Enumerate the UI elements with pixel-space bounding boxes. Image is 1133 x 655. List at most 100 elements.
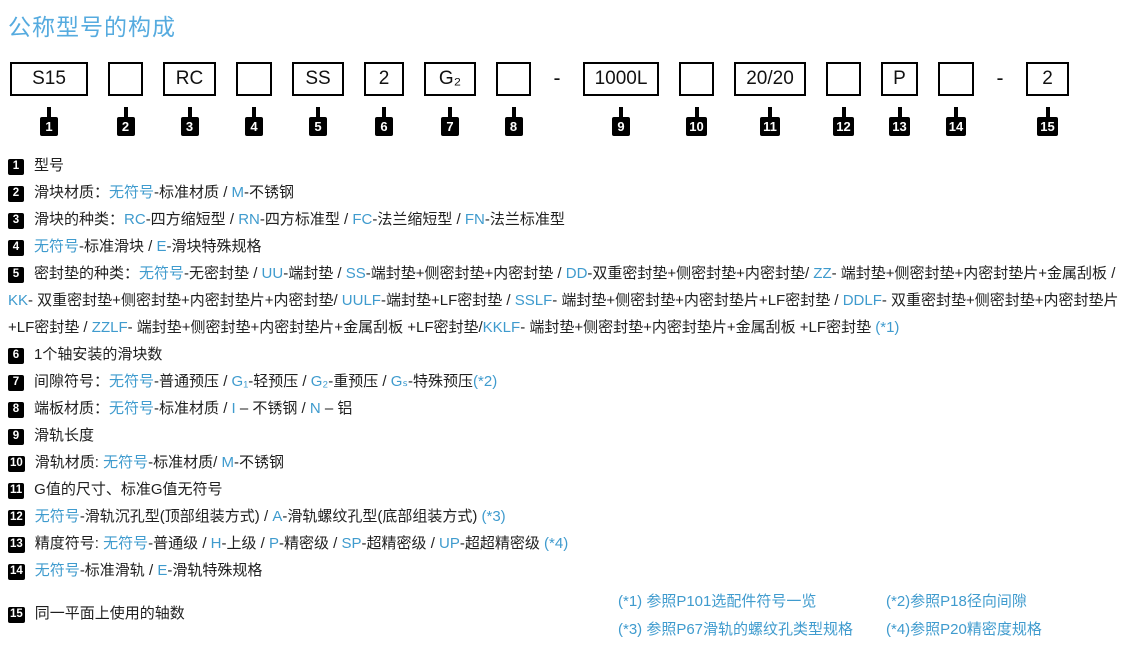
dash-separator: - xyxy=(996,67,1004,90)
text-segment: -重预压 / xyxy=(328,373,391,390)
badge-stem-line xyxy=(252,107,256,117)
model-box: SS xyxy=(292,62,344,96)
dash-separator: - xyxy=(553,67,561,90)
code-token: ZZLF xyxy=(91,319,128,336)
text-segment: -无密封垫 / xyxy=(184,265,262,282)
text-segment: G值的尺寸、标准G值无符号 xyxy=(34,481,223,498)
text-segment: -特殊预压 xyxy=(408,373,474,390)
code-token: 无符号 xyxy=(34,238,80,255)
segment-number-badge: 7 xyxy=(441,117,459,136)
code-token: DDLF xyxy=(842,292,882,309)
text-segment: 同一平面上使用的轴数 xyxy=(34,605,185,622)
model-box: 20/20 xyxy=(734,62,806,96)
code-token: 无符号 xyxy=(103,454,149,471)
text-segment: 精度符号: xyxy=(34,535,104,552)
text-segment: 密封垫的种类： xyxy=(34,265,140,282)
legend-text: 无符号-标准滑轨 / E-滑轨特殊规格 xyxy=(35,562,263,579)
legend-number-badge: 3 xyxy=(8,212,24,229)
segment-number-badge: 5 xyxy=(309,117,327,136)
text-segment: – 铝 xyxy=(320,400,353,417)
legend-text: 端板材质：无符号-标准材质 / I – 不锈钢 / N – 铝 xyxy=(34,400,352,417)
footnotes: (*1) 参照P101选配件符号一览(*2)参照P18径向间隙(*3) 参照P6… xyxy=(618,588,1042,643)
badge-stem-line xyxy=(954,107,958,117)
text-segment: -轻预压 / xyxy=(248,373,311,390)
code-token: SP xyxy=(341,535,362,552)
code-token: P xyxy=(269,535,280,552)
text-segment: 滑轨材质: xyxy=(34,454,104,471)
model-box-empty xyxy=(108,62,143,96)
footnote-reference: (*1) 参照P101选配件符号一览 xyxy=(618,593,817,610)
code-token: 无符号 xyxy=(109,184,155,201)
code-token: 无符号 xyxy=(109,400,155,417)
code-token: (*4) xyxy=(544,535,569,552)
code-token: DD xyxy=(565,265,588,282)
code-token: UU xyxy=(261,265,284,282)
text-segment: -普通预压 / xyxy=(154,373,232,390)
code-token: UULF xyxy=(341,292,381,309)
text-segment: -精密级 / xyxy=(279,535,342,552)
segment-number-badge: 11 xyxy=(760,117,780,136)
text-segment: – 不锈钢 / xyxy=(235,400,310,417)
model-segment: 8 xyxy=(496,62,531,136)
text-segment: -双重密封垫+侧密封垫+内密封垫/ xyxy=(587,265,814,282)
legend-text: 同一平面上使用的轴数 xyxy=(35,605,185,622)
legend-number-badge: 2 xyxy=(8,185,24,202)
segment-number-badge: 3 xyxy=(180,117,199,136)
segment-number-badge: 1 xyxy=(40,117,58,136)
text-segment: - 端封垫+侧密封垫+内密封垫片+LF密封垫 / xyxy=(552,292,843,309)
code-token: UP xyxy=(439,535,460,552)
model-segment: 12 xyxy=(826,62,861,136)
legend-text: 滑块材质：无符号-标准材质 / M-不锈钢 xyxy=(34,184,294,201)
footnote-reference: (*2)参照P18径向间隙 xyxy=(886,593,1027,610)
code-token: I xyxy=(231,400,236,417)
legend-text: 1个轴安装的滑块数 xyxy=(34,346,162,363)
code-token: M xyxy=(231,184,245,201)
legend-item: 15 同一平面上使用的轴数 xyxy=(8,600,1125,627)
text-segment: -普通级 / xyxy=(148,535,211,552)
text-segment: 间隙符号： xyxy=(34,373,110,390)
segment-number-badge: 4 xyxy=(245,117,263,136)
text-segment: -端封垫 / xyxy=(283,265,346,282)
badge-stem-line xyxy=(382,107,386,117)
code-token: Gₛ xyxy=(390,373,409,390)
text-segment: -法兰缩短型 / xyxy=(372,211,465,228)
model-segment: SS 5 xyxy=(292,62,344,136)
code-token: 无符号 xyxy=(109,373,155,390)
code-token: RN xyxy=(238,211,260,228)
code-token: FN xyxy=(464,211,485,228)
model-segment: 2 xyxy=(108,62,143,136)
text-segment: -四方标准型 / xyxy=(259,211,353,228)
segment-number-badge: 6 xyxy=(375,117,393,136)
text-segment: -法兰标准型 xyxy=(484,211,565,228)
legend-text: 间隙符号：无符号-普通预压 / G₁-轻预压 / G₂-重预压 / Gₛ-特殊预… xyxy=(34,373,497,390)
text-segment: 滑块材质： xyxy=(34,184,110,201)
code-token: E xyxy=(156,238,167,255)
code-token: 无符号 xyxy=(139,265,185,282)
legend-number-badge: 13 xyxy=(8,536,25,553)
text-segment: -标准材质/ xyxy=(148,454,222,471)
text-segment: -四方缩短型 / xyxy=(145,211,239,228)
text-segment: 滑块的种类： xyxy=(34,211,125,228)
model-box: 2 xyxy=(364,62,404,96)
legend-number-badge: 15 xyxy=(8,606,25,623)
code-token: SSLF xyxy=(514,292,553,309)
code-token: SS xyxy=(345,265,366,282)
badge-stem-line xyxy=(841,107,846,117)
text-segment: -滑轨沉孔型(顶部组装方式) / xyxy=(79,508,273,525)
model-box-empty xyxy=(826,62,861,96)
model-box: 1000L xyxy=(583,62,659,96)
